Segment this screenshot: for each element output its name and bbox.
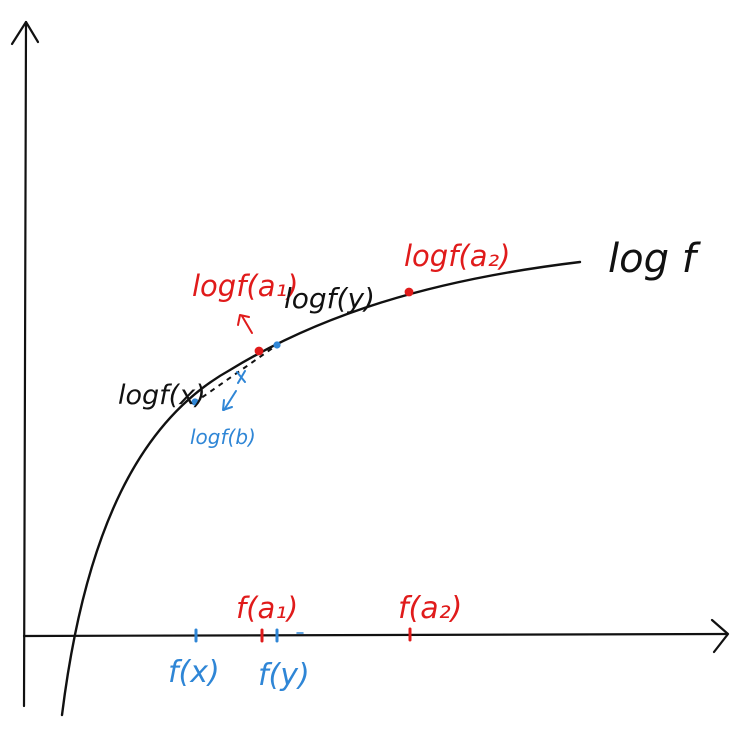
x-axis — [22, 618, 730, 654]
chord-dashed-line — [193, 344, 278, 404]
logfb-cross-mark — [236, 370, 246, 384]
label-logfy: logf(y) — [284, 282, 375, 315]
y-axis-line — [22, 20, 28, 708]
log-f-curve — [60, 260, 582, 717]
point-logfa2 — [404, 287, 414, 297]
point-logfa1 — [254, 346, 264, 356]
point-logfy — [273, 341, 281, 349]
y-axis — [10, 20, 40, 708]
label-logfa2: logf(a₂) — [404, 239, 510, 273]
label-logfa1: logf(a₁) — [192, 269, 298, 303]
label-fa1: f(a₁) — [236, 591, 298, 625]
label-logfx: logf(x) — [118, 380, 206, 411]
y-axis-arrowhead — [10, 20, 40, 46]
x-axis-arrowhead — [710, 618, 730, 654]
x-axis-line — [22, 632, 728, 638]
logfa1-arrow — [237, 314, 253, 334]
label-log-f: log f — [608, 236, 702, 282]
label-fy: f(y) — [258, 658, 310, 693]
point-logfx — [191, 398, 199, 406]
label-fa2: f(a₂) — [398, 591, 462, 626]
label-logfb: logf(b) — [190, 425, 256, 449]
logfb-arrow — [222, 390, 237, 411]
label-fx: f(x) — [168, 655, 220, 690]
